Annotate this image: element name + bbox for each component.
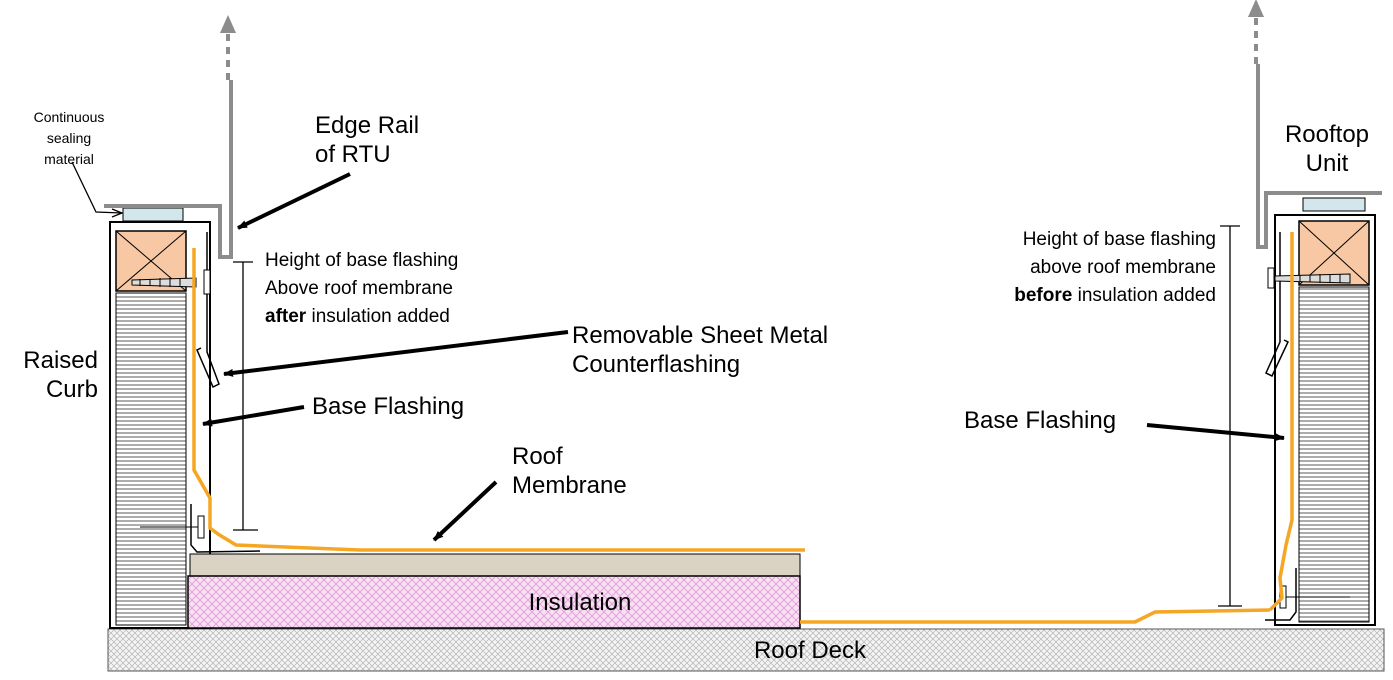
edge-rail-arrow xyxy=(237,172,351,230)
left-curb xyxy=(104,15,805,629)
continuous-sealing-line-2: sealing xyxy=(46,130,92,146)
height-before-rest: insulation added xyxy=(1072,285,1216,306)
roof-membrane-line-1: Roof xyxy=(512,443,563,470)
left-lower-fastener xyxy=(140,504,261,553)
left-counterflashing xyxy=(196,232,220,389)
left-upper-screw xyxy=(131,269,211,295)
raised-curb-line-1: Raised xyxy=(23,347,98,374)
base-flashing-right-arrow xyxy=(1146,423,1285,442)
right-edge-rail xyxy=(1256,64,1382,249)
deck-membrane xyxy=(800,608,1271,624)
continuous-sealing-line-3: material xyxy=(44,151,94,167)
rooftop-unit-line-1: Rooftop xyxy=(1284,121,1370,148)
height-before-line-1: Height of base flashing xyxy=(1022,229,1216,250)
left-curb-studs xyxy=(115,292,187,626)
left-base-flashing xyxy=(192,248,805,552)
base-flashing-right-label: Base Flashing xyxy=(964,407,1117,434)
continuous-sealing-label: Continuous sealing material xyxy=(20,107,118,170)
height-before-line-2: above roof membrane xyxy=(1030,257,1216,278)
roof-membrane-arrow xyxy=(432,480,498,542)
height-after-rest: insulation added xyxy=(306,306,450,327)
continuous-sealing-line-1: Continuous xyxy=(33,109,105,125)
roof-deck-label: Roof Deck xyxy=(753,637,867,664)
edge-rail-line-1: Edge Rail xyxy=(315,112,420,139)
height-after-line-3: after insulation added xyxy=(265,303,458,331)
rooftop-unit-line-2: Unit xyxy=(1305,149,1349,177)
base-flashing-left-label: Base Flashing xyxy=(312,393,465,420)
sealing-arrowhead xyxy=(111,208,124,218)
cover-board xyxy=(189,553,801,577)
left-edge-rail xyxy=(104,80,233,259)
edge-rail-label: Edge Rail of RTU xyxy=(315,112,419,170)
sealing-material-arrow xyxy=(71,161,123,214)
height-after-label: Height of base flashing Above roof membr… xyxy=(265,247,458,331)
height-after-line-2: Above roof membrane xyxy=(265,278,453,299)
counterflashing-arrow xyxy=(223,330,569,377)
right-height-dimension xyxy=(1218,225,1242,607)
insulation-block xyxy=(187,575,801,629)
roof-deck xyxy=(107,628,1385,672)
right-sealing-strip xyxy=(1302,197,1366,212)
height-before-label: Height of base flashing above roof membr… xyxy=(960,226,1216,310)
roof-membrane-line-2: Membrane xyxy=(512,471,627,499)
raised-curb-line-2: Curb xyxy=(45,375,98,403)
rooftop-unit-label: Rooftop Unit xyxy=(1271,121,1383,179)
right-base-flashing xyxy=(1268,232,1294,612)
insulation-label: Insulation xyxy=(528,589,632,616)
left-sealing-strip xyxy=(122,207,184,222)
edge-rail-line-2: of RTU xyxy=(315,140,391,168)
roof-membrane-label: Roof Membrane xyxy=(512,443,627,501)
counterflashing-label: Removable Sheet Metal Counterflashing xyxy=(572,322,828,380)
counterflashing-line-1: Removable Sheet Metal xyxy=(572,322,829,349)
base-flashing-left-arrow xyxy=(202,405,305,427)
height-after-line-1: Height of base flashing xyxy=(265,250,459,271)
right-counterflashing xyxy=(1265,232,1289,378)
height-before-line-3: before insulation added xyxy=(960,282,1216,310)
counterflashing-line-2: Counterflashing xyxy=(572,350,741,378)
left-height-dimension xyxy=(233,261,258,531)
right-curb-studs xyxy=(1298,286,1370,623)
height-before-emphasis: before xyxy=(1014,285,1073,306)
raised-curb-label: Raised Curb xyxy=(4,347,98,405)
height-after-emphasis: after xyxy=(265,306,307,327)
right-curb xyxy=(1218,0,1382,626)
